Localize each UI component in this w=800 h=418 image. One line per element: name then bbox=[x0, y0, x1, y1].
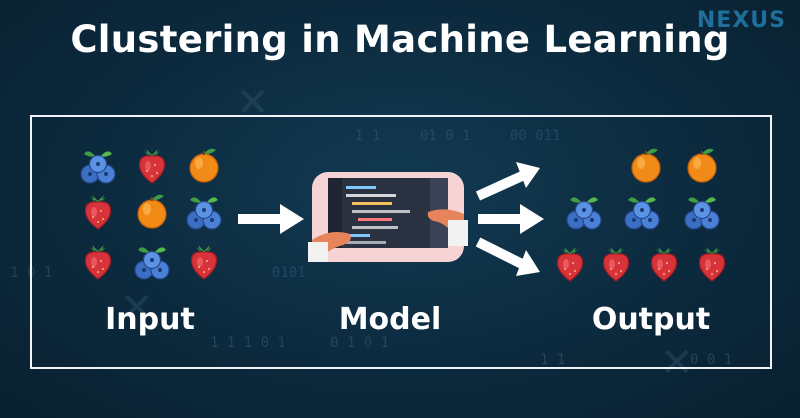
strawberry-icon bbox=[698, 246, 726, 282]
blueberry-icon bbox=[134, 246, 170, 280]
strawberry-icon bbox=[650, 246, 678, 282]
input-fruit-grid bbox=[80, 148, 222, 280]
orange-icon bbox=[687, 148, 717, 183]
background-binary-text: 0 1 0 1 bbox=[330, 335, 390, 351]
arrow-down-right-icon bbox=[475, 237, 540, 276]
strawberry-icon bbox=[84, 194, 112, 230]
diagram-frame bbox=[30, 115, 772, 369]
input-label: Input bbox=[105, 302, 195, 337]
orange-icon bbox=[631, 148, 661, 183]
strawberry-icon bbox=[138, 148, 166, 184]
background-x-mark-icon: ✕ bbox=[660, 340, 694, 386]
model-label: Model bbox=[338, 302, 442, 337]
background-binary-text: 0101 bbox=[272, 265, 306, 281]
output-cluster-blueberries bbox=[566, 196, 720, 230]
page-title: Clustering in Machine Learning bbox=[70, 18, 730, 61]
brand-logo: NEXUS bbox=[696, 8, 786, 33]
blueberry-icon bbox=[684, 196, 720, 230]
arrow-right-icon bbox=[478, 204, 544, 234]
orange-icon bbox=[189, 148, 219, 183]
blueberry-icon bbox=[624, 196, 660, 230]
background-binary-text: 1 1 bbox=[540, 352, 566, 368]
output-cluster-oranges bbox=[631, 148, 717, 183]
background-binary-text: 0 0 1 bbox=[690, 352, 733, 368]
arrow-right-icon bbox=[238, 204, 304, 234]
blueberry-icon bbox=[80, 150, 116, 184]
strawberry-icon bbox=[190, 244, 218, 280]
output-cluster-strawberries bbox=[556, 246, 726, 282]
strawberry-icon bbox=[556, 246, 584, 282]
output-label: Output bbox=[591, 302, 711, 337]
background-binary-text: 01 0 1 bbox=[420, 128, 471, 144]
background-x-mark-icon: ✕ bbox=[236, 80, 270, 126]
laptop-code-icon bbox=[308, 172, 468, 262]
background-binary-text: 1 1 bbox=[355, 128, 381, 144]
background-x-mark-icon: ✕ bbox=[120, 285, 154, 331]
arrow-up-right-icon bbox=[475, 162, 540, 201]
background-binary-text: 00 011 bbox=[510, 128, 561, 144]
orange-icon bbox=[137, 194, 167, 229]
background-binary-text: 1 1 1 0 1 bbox=[210, 335, 286, 351]
blueberry-icon bbox=[186, 196, 222, 230]
strawberry-icon bbox=[602, 246, 630, 282]
strawberry-icon bbox=[84, 244, 112, 280]
blueberry-icon bbox=[566, 196, 602, 230]
